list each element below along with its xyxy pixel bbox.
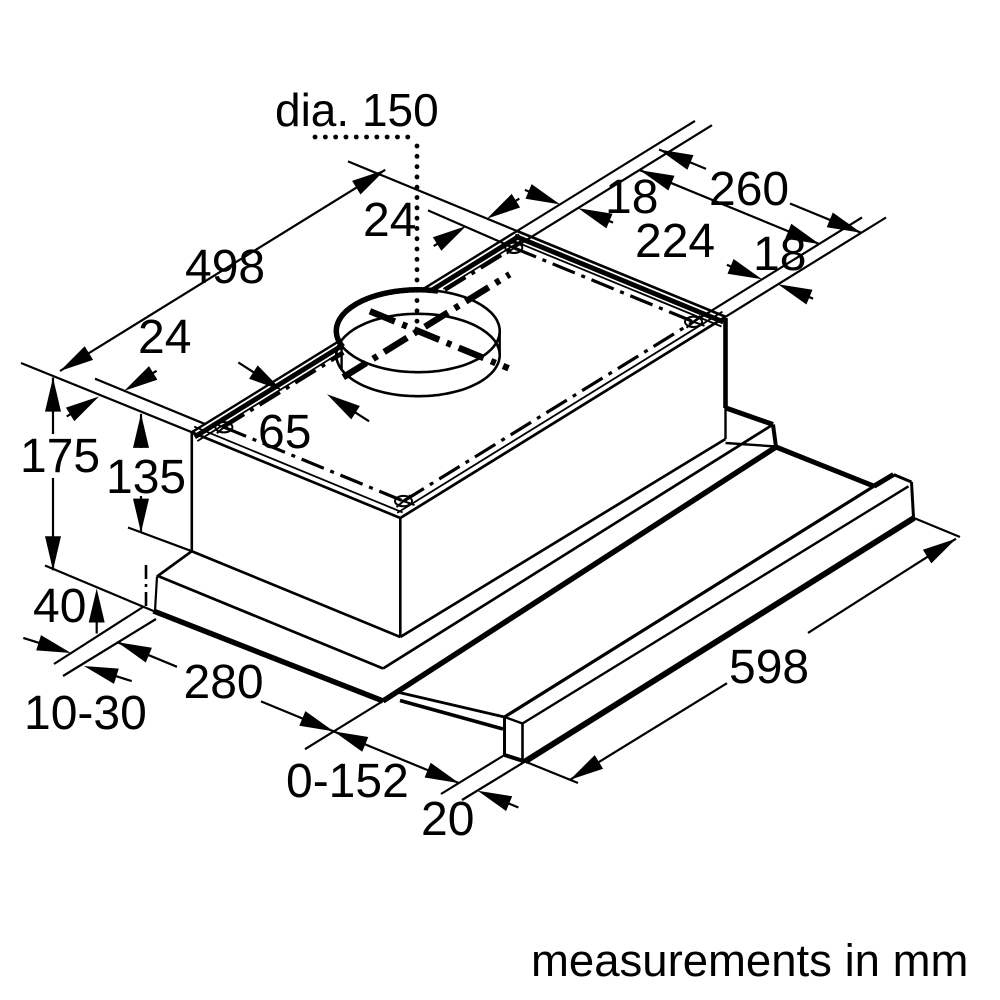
svg-text:measurements in mm: measurements in mm xyxy=(531,935,968,986)
svg-text:135: 135 xyxy=(106,451,186,504)
svg-text:224: 224 xyxy=(635,215,715,268)
svg-text:280: 280 xyxy=(184,656,264,709)
svg-text:18: 18 xyxy=(605,171,658,224)
svg-text:20: 20 xyxy=(421,793,474,846)
svg-text:24: 24 xyxy=(363,194,416,247)
svg-text:175: 175 xyxy=(20,430,100,483)
svg-text:10-30: 10-30 xyxy=(24,687,147,740)
svg-text:18: 18 xyxy=(753,228,806,281)
svg-text:598: 598 xyxy=(729,641,809,694)
svg-text:0-152: 0-152 xyxy=(286,755,409,808)
svg-text:498: 498 xyxy=(185,241,265,294)
svg-text:dia. 150: dia. 150 xyxy=(275,84,439,136)
svg-text:24: 24 xyxy=(138,311,191,364)
svg-text:260: 260 xyxy=(709,163,789,216)
svg-text:65: 65 xyxy=(258,406,311,459)
svg-text:40: 40 xyxy=(33,580,86,633)
